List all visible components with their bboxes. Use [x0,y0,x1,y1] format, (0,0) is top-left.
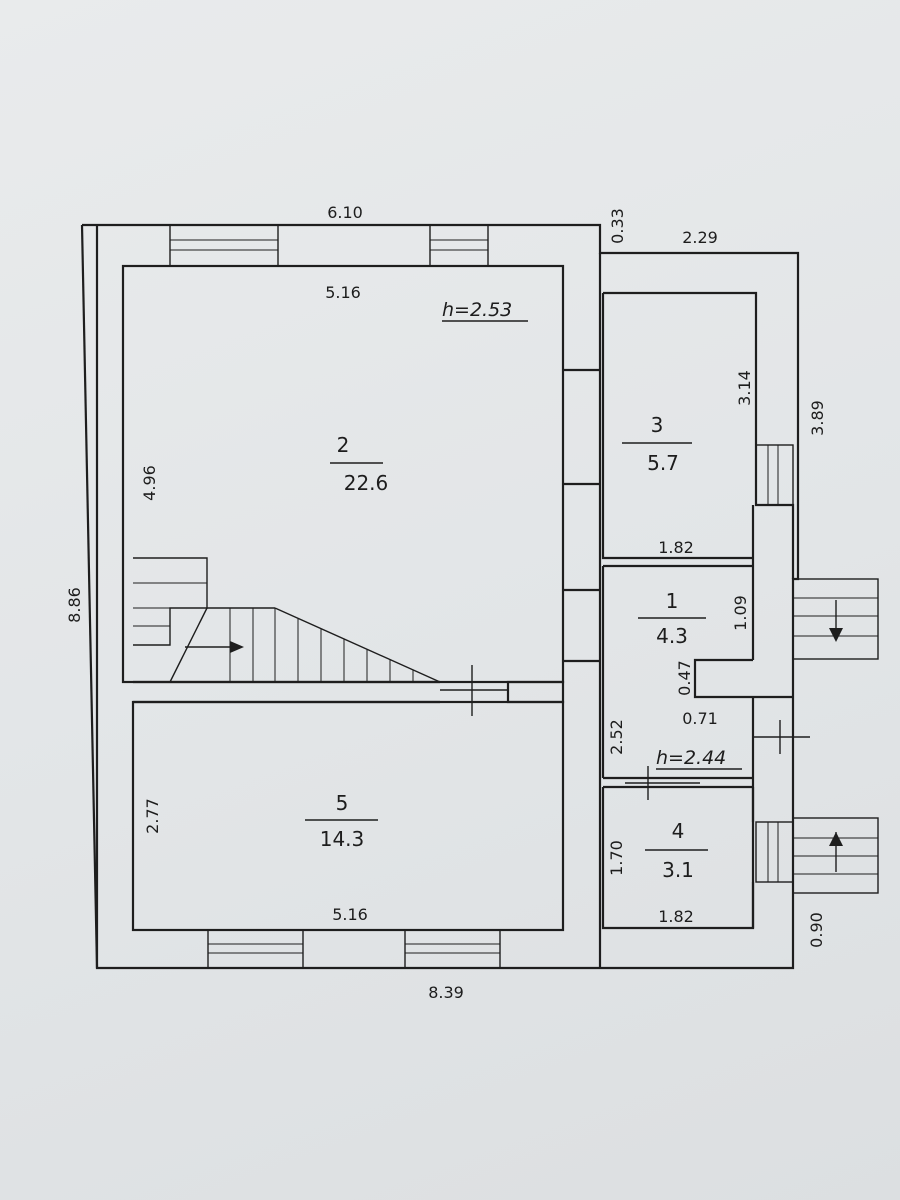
dim-bottom-inner: 5.16 [332,905,368,924]
partition-2-5-stub [506,680,565,704]
room-2-number: 2 [337,433,350,457]
dim-bottom-outer: 8.39 [428,983,464,1002]
dim-wall-step: 0.33 [608,208,627,244]
room-4-area: 3.1 [662,858,694,882]
room-3-label: 3 5.7 [622,413,692,475]
room-5-number: 5 [336,791,349,815]
outer-wall-outline [82,223,800,970]
room-5-label: 5 14.3 [305,791,378,851]
window-room-3 [755,444,794,506]
dim-left-upper: 4.96 [140,465,159,501]
arrow-down-icon [829,628,843,642]
outer-wall-left-edge [80,224,99,969]
window-top-right [429,224,489,267]
room-4-label: 4 3.1 [645,819,708,882]
room-4-outline [601,787,755,930]
room-1-notch [693,658,793,699]
window-bottom-right [404,929,501,969]
room-2-area: 22.6 [344,471,389,495]
windows [169,224,794,969]
dim-top-inner: 5.16 [325,283,361,302]
window-top-left [169,224,279,267]
dim-room1-side: 1.09 [731,595,750,631]
room-5-area: 14.3 [320,827,365,851]
dim-room5-side: 2.77 [143,798,162,834]
dim-right-bottom: 0.90 [807,912,826,948]
dim-annex-right: 3.89 [808,400,827,436]
dim-room4-bottom: 1.82 [658,907,694,926]
height-label-upper: h=2.53 [442,299,512,321]
dim-room4-side: 1.70 [607,840,626,876]
room-1-area: 4.3 [656,624,688,648]
arrow-up-icon [829,832,843,846]
room-1-label: 1 4.3 [638,589,706,648]
steps-upper [792,578,879,660]
central-wall [562,253,602,968]
dim-corridor: 2.52 [607,719,626,755]
room-3-number: 3 [651,413,664,437]
dim-room1-notch-v: 0.47 [675,660,694,696]
window-bottom-left [207,929,304,969]
window-room-4 [755,821,794,883]
height-label-lower: h=2.44 [656,747,726,769]
annex [601,291,810,930]
exterior-steps [792,578,879,894]
dim-room3-height: 3.14 [735,370,754,406]
dim-top-outer: 6.10 [327,203,363,222]
room-4-number: 4 [672,819,685,843]
outer-walls [80,223,800,970]
staircase [133,557,441,683]
dim-annex-top: 2.29 [682,228,718,247]
stair-arrow-icon [230,641,244,653]
room-5-outline [131,700,565,932]
room-3-area: 5.7 [647,451,679,475]
room-1-number: 1 [666,589,679,613]
dim-left-total: 8.86 [65,587,84,623]
room-2-label: 2 22.6 [330,433,388,495]
dim-room1-top: 1.82 [658,538,694,557]
dimension-labels: 6.10 5.16 0.33 2.29 3.14 3.89 4.96 8.86 … [65,203,827,1002]
dim-room1-notch-h: 0.71 [682,709,718,728]
room-3-outline [601,293,753,560]
